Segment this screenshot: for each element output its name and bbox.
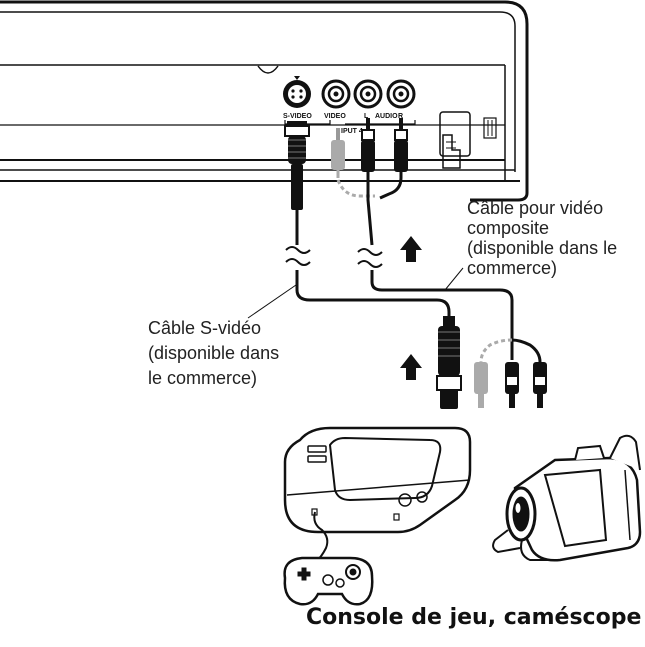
composite-cable	[331, 118, 547, 408]
composite-cable-label-3: (disponible dans le	[467, 238, 618, 258]
audio-label: AUDIO	[375, 113, 398, 120]
device-caption: Console de jeu, caméscope	[306, 605, 642, 630]
controller-cord	[313, 511, 329, 563]
game-console	[283, 426, 472, 534]
composite-cable-label-1: Câble pour vidéo	[467, 198, 604, 218]
input-label: IPUT 4	[341, 128, 363, 135]
composite-cable-label-4: commerce)	[467, 258, 558, 278]
audio-l-label: L	[364, 113, 369, 120]
audio-r-jack	[386, 79, 416, 109]
gamepad	[283, 556, 374, 606]
camcorder	[492, 434, 642, 562]
svideo-cable-label-3: le commerce)	[148, 368, 258, 388]
svideo-leader	[247, 284, 297, 319]
arrow-up-icon	[400, 354, 422, 380]
svideo-cable-label-1: Câble S-vidéo	[148, 318, 262, 338]
composite-cable-label-2: composite	[467, 218, 550, 238]
device-rear-panel	[0, 0, 529, 202]
video-jack	[321, 79, 351, 109]
arrow-up-icon	[400, 236, 422, 262]
video-panel-label: VIDEO	[324, 113, 346, 120]
svideo-panel-label: S-VIDEO	[283, 113, 312, 120]
svideo-cable	[284, 121, 462, 409]
audio-l-jack	[353, 79, 383, 109]
audio-r-label: R	[398, 113, 403, 120]
svideo-cable-label-2: (disponible dans	[148, 343, 280, 363]
svideo-jack	[283, 76, 311, 108]
composite-leader	[444, 267, 464, 291]
